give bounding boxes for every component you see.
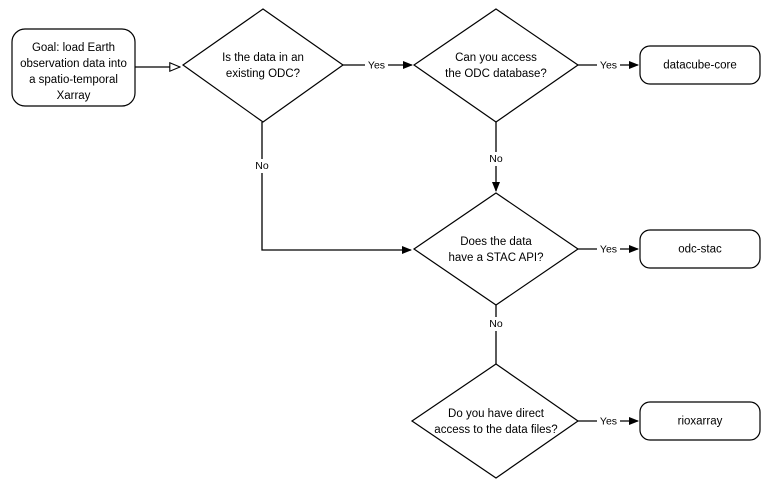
- node-start-shape[interactable]: [11, 28, 136, 107]
- edge-odc-no-label-bg: [251, 159, 273, 173]
- edge-stac-yes-label: Yes: [600, 243, 617, 255]
- node-decision-stac-shape[interactable]: [412, 192, 580, 306]
- node-start-line-3: a spatio-temporal: [29, 74, 118, 86]
- node-decision-files-line-1: Do you have direct: [448, 408, 545, 420]
- node-decision-stac-line-1: Does the data: [460, 236, 532, 248]
- node-decision-stac[interactable]: Does the data have a STAC API?: [412, 192, 580, 306]
- edge-stac-no: No: [485, 305, 507, 364]
- edge-odc-yes-label-bg: [365, 58, 388, 72]
- edge-stac-no-label-bg: [485, 317, 507, 331]
- edge-db-no-label-bg: [485, 152, 507, 166]
- node-decision-odc[interactable]: Is the data in an existing ODC?: [181, 8, 345, 123]
- edge-odc-yes-label: Yes: [368, 59, 385, 71]
- edge-stac-yes: Yes: [578, 242, 639, 256]
- edge-files-yes-label: Yes: [600, 415, 617, 427]
- node-result-odc-stac-label: odc-stac: [678, 244, 722, 256]
- edge-odc-no-line: [261, 122, 412, 254]
- node-decision-db-shape[interactable]: [412, 8, 580, 123]
- edge-stac-no-label: No: [489, 318, 503, 330]
- node-result-datacube-core[interactable]: datacube-core: [639, 45, 761, 85]
- edge-odc-no: No: [251, 122, 412, 254]
- node-result-odc-stac-shape[interactable]: [639, 229, 761, 269]
- edge-db-yes-label-bg: [597, 58, 620, 72]
- node-result-datacube-core-shape[interactable]: [639, 45, 761, 85]
- edge-db-yes: Yes: [578, 58, 639, 72]
- node-decision-odc-line-1: Is the data in an: [222, 52, 304, 64]
- node-decision-db[interactable]: Can you access the ODC database?: [412, 8, 580, 123]
- node-decision-stac-line-2: have a STAC API?: [448, 252, 543, 264]
- node-decision-db-line-2: the ODC database?: [445, 68, 547, 80]
- edge-odc-yes: Yes: [343, 58, 413, 72]
- node-decision-odc-line-2: existing ODC?: [226, 68, 300, 80]
- node-result-rioxarray[interactable]: rioxarray: [639, 401, 761, 441]
- node-result-rioxarray-shape[interactable]: [639, 401, 761, 441]
- node-decision-files-line-2: access to the data files?: [434, 424, 557, 436]
- node-decision-db-line-1: Can you access: [455, 52, 537, 64]
- edge-db-no-label: No: [489, 153, 503, 165]
- edge-files-yes-label-bg: [597, 414, 620, 428]
- edge-db-yes-label: Yes: [600, 59, 617, 71]
- edge-odc-no-label: No: [255, 160, 269, 172]
- node-result-rioxarray-label: rioxarray: [678, 416, 723, 428]
- node-decision-files[interactable]: Do you have direct access to the data fi…: [410, 363, 580, 479]
- node-result-odc-stac[interactable]: odc-stac: [639, 229, 761, 269]
- node-result-datacube-core-label: datacube-core: [663, 60, 737, 72]
- edge-db-no: No: [485, 122, 507, 192]
- node-decision-odc-shape[interactable]: [181, 8, 345, 123]
- node-start-line-1: Goal: load Earth: [32, 42, 115, 54]
- node-decision-files-shape[interactable]: [410, 363, 580, 479]
- edge-stac-yes-label-bg: [597, 242, 620, 256]
- edge-files-yes: Yes: [578, 414, 639, 428]
- node-start-line-4: Xarray: [57, 90, 91, 102]
- node-start[interactable]: Goal: load Earth observation data into a…: [11, 28, 136, 107]
- node-start-line-2: observation data into: [20, 58, 127, 70]
